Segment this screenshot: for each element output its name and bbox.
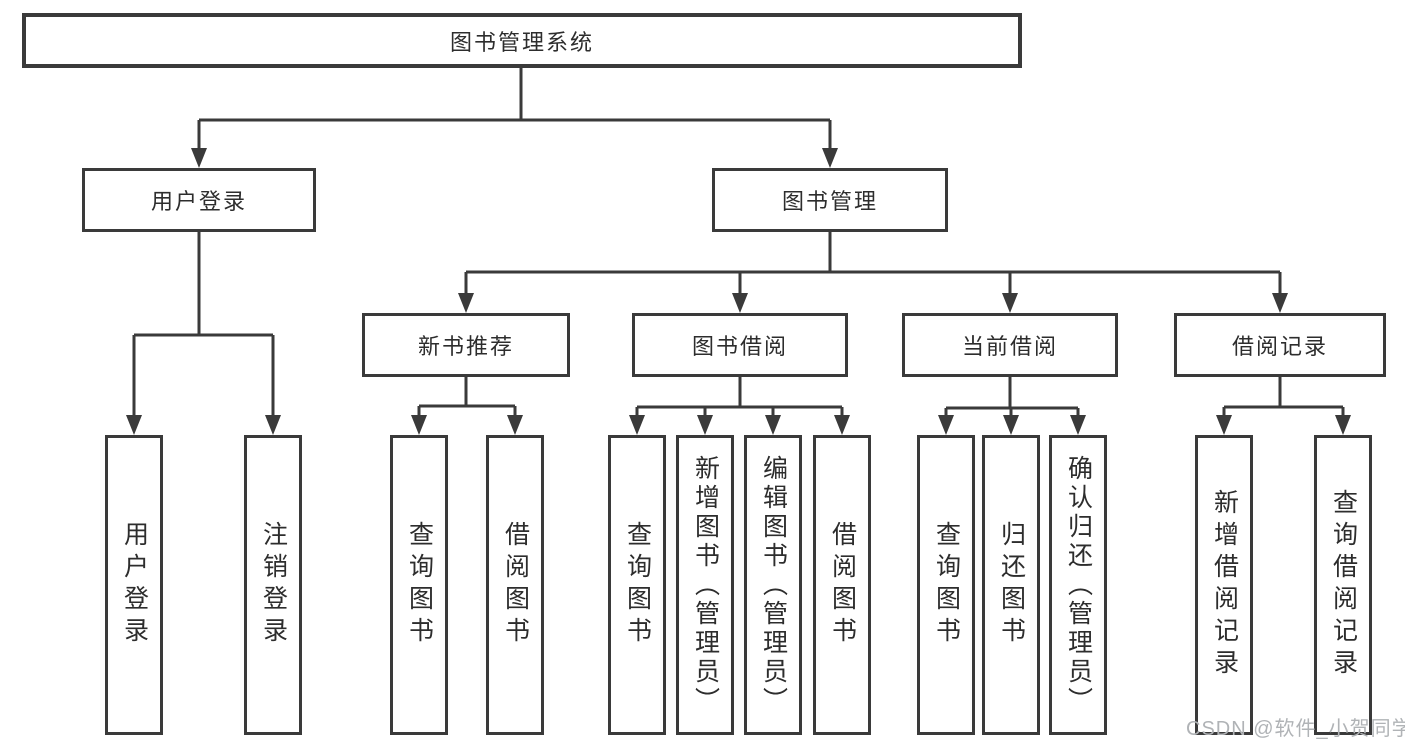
leaf-query-borrow-record-label: 查询借阅记录 xyxy=(1329,489,1358,681)
leaf-confirm-return-admin-label: 确认归还（管理员） xyxy=(1064,454,1093,716)
leaf-edit-book-admin-label: 编辑图书（管理员） xyxy=(759,454,788,716)
leaf-user-login-label: 用户登录 xyxy=(120,521,149,649)
connector-user-login-to-leaves xyxy=(126,232,281,435)
csdn-watermark: CSDN @软件_小贺同学 xyxy=(1186,718,1405,740)
node-borrowing-records: 借阅记录 xyxy=(1174,313,1386,377)
node-book-management: 图书管理 xyxy=(712,168,948,232)
node-new-book-recommendation-label: 新书推荐 xyxy=(417,334,514,359)
leaf-logout-label: 注销登录 xyxy=(259,521,288,649)
arrowhead xyxy=(265,415,281,435)
arrowhead xyxy=(732,293,748,313)
node-book-borrowing-label: 图书借阅 xyxy=(691,334,788,359)
leaf-logout: 注销登录 xyxy=(244,435,302,735)
node-current-borrowing-label: 当前借阅 xyxy=(961,334,1058,359)
node-root-system: 图书管理系统 xyxy=(22,13,1022,68)
leaf-query-books-current: 查询图书 xyxy=(917,435,975,735)
arrowhead xyxy=(1216,415,1232,435)
arrowhead xyxy=(1070,415,1086,435)
arrowhead xyxy=(507,415,523,435)
arrowhead xyxy=(191,148,207,168)
leaf-borrow-books-newrec-label: 借阅图书 xyxy=(501,521,530,649)
connector-root-to-level2 xyxy=(191,68,838,168)
connector-records-to-leaves xyxy=(1216,377,1351,435)
leaf-add-borrow-record: 新增借阅记录 xyxy=(1195,435,1253,735)
connector-borrowing-to-leaves xyxy=(629,377,850,435)
arrowhead xyxy=(697,415,713,435)
node-user-login-label: 用户登录 xyxy=(150,189,247,214)
arrowhead xyxy=(1002,293,1018,313)
leaf-borrow-books-newrec: 借阅图书 xyxy=(486,435,544,735)
node-borrowing-records-label: 借阅记录 xyxy=(1231,334,1328,359)
node-user-login: 用户登录 xyxy=(82,168,316,232)
node-new-book-recommendation: 新书推荐 xyxy=(362,313,570,377)
arrowhead xyxy=(458,293,474,313)
node-book-management-label: 图书管理 xyxy=(781,189,878,214)
leaf-return-books-label: 归还图书 xyxy=(997,521,1026,649)
arrowhead xyxy=(938,415,954,435)
arrowhead xyxy=(1003,415,1019,435)
leaf-add-book-admin: 新增图书（管理员） xyxy=(676,435,734,735)
node-book-borrowing: 图书借阅 xyxy=(632,313,848,377)
arrowhead xyxy=(822,148,838,168)
leaf-user-login: 用户登录 xyxy=(105,435,163,735)
node-root-label: 图书管理系统 xyxy=(449,29,594,55)
connector-new-books-to-leaves xyxy=(411,377,523,435)
arrowhead xyxy=(629,415,645,435)
arrowhead xyxy=(1335,415,1351,435)
leaf-query-books-newrec: 查询图书 xyxy=(390,435,448,735)
leaf-query-books-borrowing: 查询图书 xyxy=(608,435,666,735)
leaf-query-books-newrec-label: 查询图书 xyxy=(405,521,434,649)
leaf-confirm-return-admin: 确认归还（管理员） xyxy=(1049,435,1107,735)
connector-book-mgmt-to-level3 xyxy=(458,232,1288,313)
arrowhead xyxy=(411,415,427,435)
leaf-query-books-current-label: 查询图书 xyxy=(932,521,961,649)
arrowhead xyxy=(834,415,850,435)
leaf-borrow-books: 借阅图书 xyxy=(813,435,871,735)
leaf-borrow-books-label: 借阅图书 xyxy=(828,521,857,649)
arrowhead xyxy=(1272,293,1288,313)
leaf-add-borrow-record-label: 新增借阅记录 xyxy=(1210,489,1239,681)
connector-current-to-leaves xyxy=(938,377,1086,435)
leaf-query-borrow-record: 查询借阅记录 xyxy=(1314,435,1372,735)
node-current-borrowing: 当前借阅 xyxy=(902,313,1118,377)
arrowhead xyxy=(126,415,142,435)
leaf-add-book-admin-label: 新增图书（管理员） xyxy=(691,454,720,716)
leaf-return-books: 归还图书 xyxy=(982,435,1040,735)
leaf-edit-book-admin: 编辑图书（管理员） xyxy=(744,435,802,735)
leaf-query-books-borrowing-label: 查询图书 xyxy=(623,521,652,649)
arrowhead xyxy=(765,415,781,435)
